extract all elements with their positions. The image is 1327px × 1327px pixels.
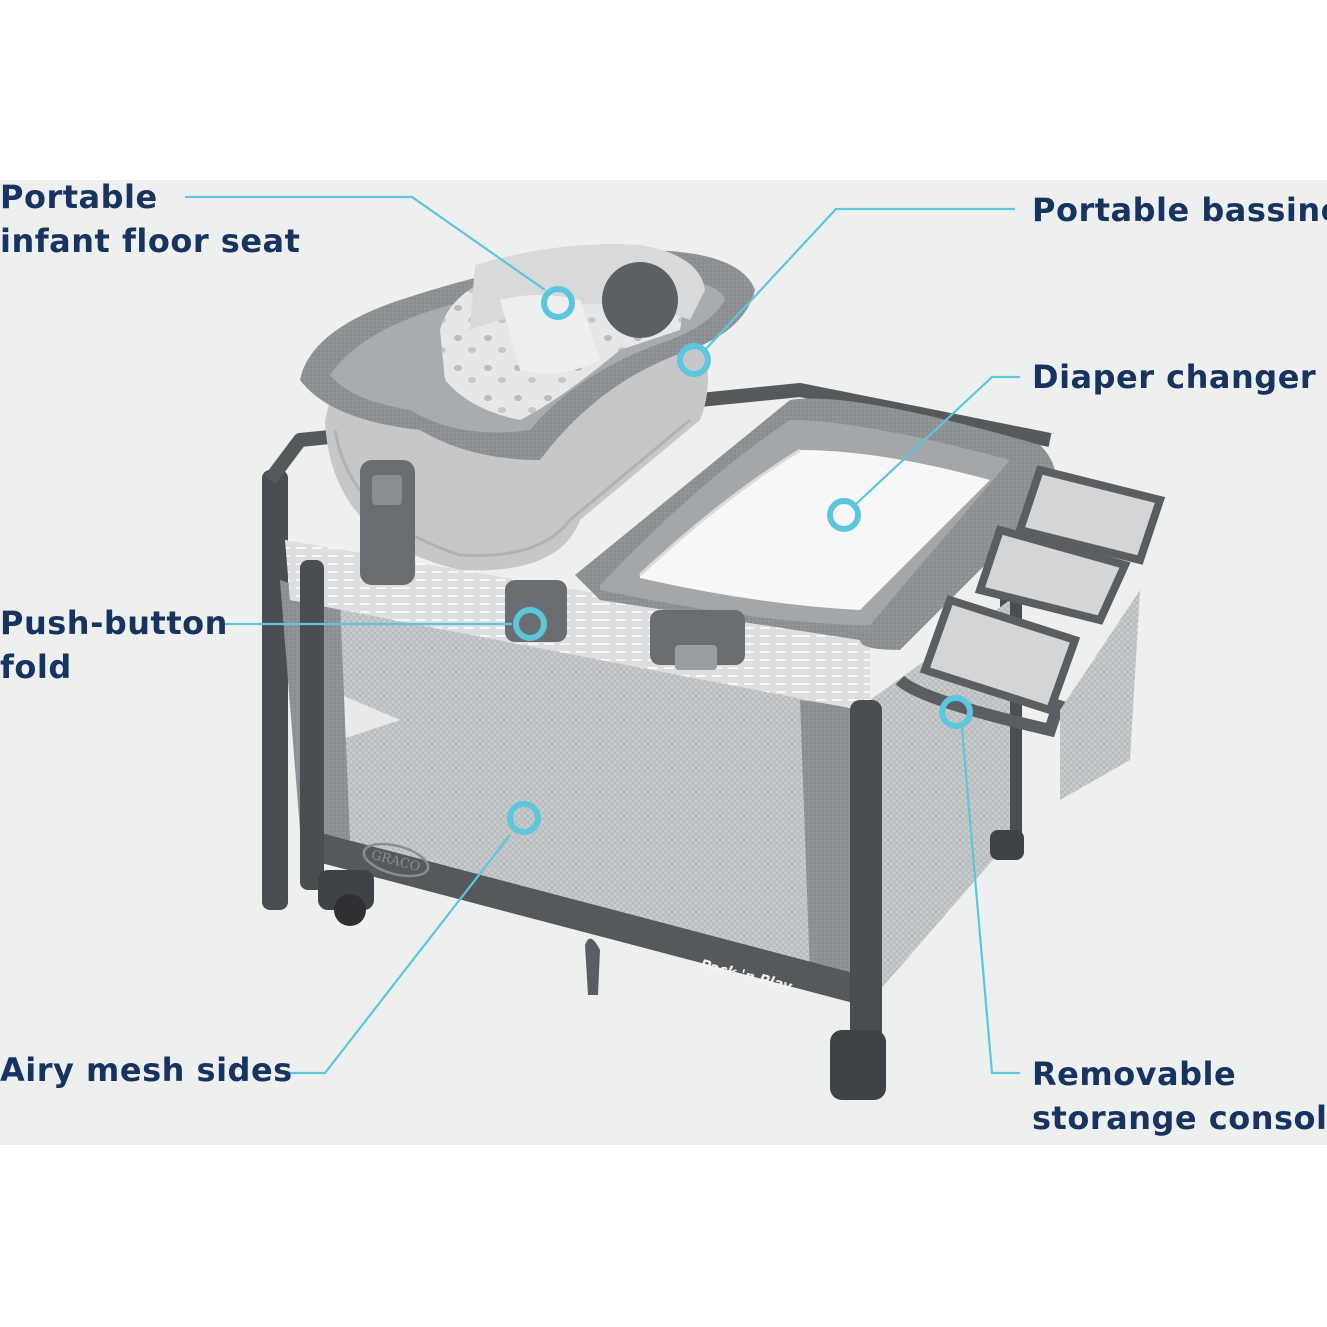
diaper-changer-marker: [827, 498, 861, 532]
top-rail: [285, 540, 870, 712]
push-button-label-line2: fold: [0, 648, 72, 686]
storage-console-label: Removable storange console: [1032, 1052, 1327, 1140]
playard-feet: [318, 830, 1024, 1100]
diaper-changer-label: Diaper changer: [1032, 355, 1316, 399]
mesh-highlight: [330, 690, 400, 740]
callout-lines: [185, 195, 1020, 1075]
infant-seat-label-line1: Portable: [0, 178, 158, 216]
callout-markers: [507, 286, 973, 835]
side-mesh-panel: [870, 600, 1010, 990]
front-mesh-panel: [290, 590, 880, 990]
bassinet-label: Portable bassinet: [1032, 188, 1327, 232]
diaper-changer-line: [854, 375, 1020, 506]
infant-floor-seat: [440, 244, 705, 420]
push-button-label: Push-button fold: [0, 601, 228, 689]
diaper-changer-label-line1: Diaper changer: [1032, 358, 1317, 396]
mesh-sides-label-line1: Airy mesh sides: [0, 1051, 293, 1089]
push-button-label-line1: Push-button: [0, 604, 228, 642]
infant-seat-label: Portable infant floor seat: [0, 175, 300, 263]
bassinet-marker: [677, 343, 711, 377]
push-button-marker: [513, 607, 547, 641]
bassinet-label-line1: Portable bassinet: [1032, 191, 1327, 229]
storage-console-line: [960, 727, 1020, 1075]
diaper-changer: [575, 398, 1056, 650]
storage-console-label-line1: Removable: [1032, 1055, 1237, 1093]
storage-console: [895, 465, 1166, 800]
infant-seat-line: [185, 195, 546, 291]
storage-console-marker: [939, 695, 973, 729]
infant-seat-label-line2: infant floor seat: [0, 222, 301, 260]
bassinet-line: [704, 207, 1015, 351]
storage-console-label-line2: storange console: [1032, 1099, 1327, 1137]
mesh-sides-label: Airy mesh sides: [0, 1048, 293, 1092]
mesh-sides-marker: [507, 801, 541, 835]
mesh-sides-line: [285, 834, 511, 1075]
bottom-frame: [310, 830, 880, 1010]
infant-seat-marker: [541, 286, 575, 320]
